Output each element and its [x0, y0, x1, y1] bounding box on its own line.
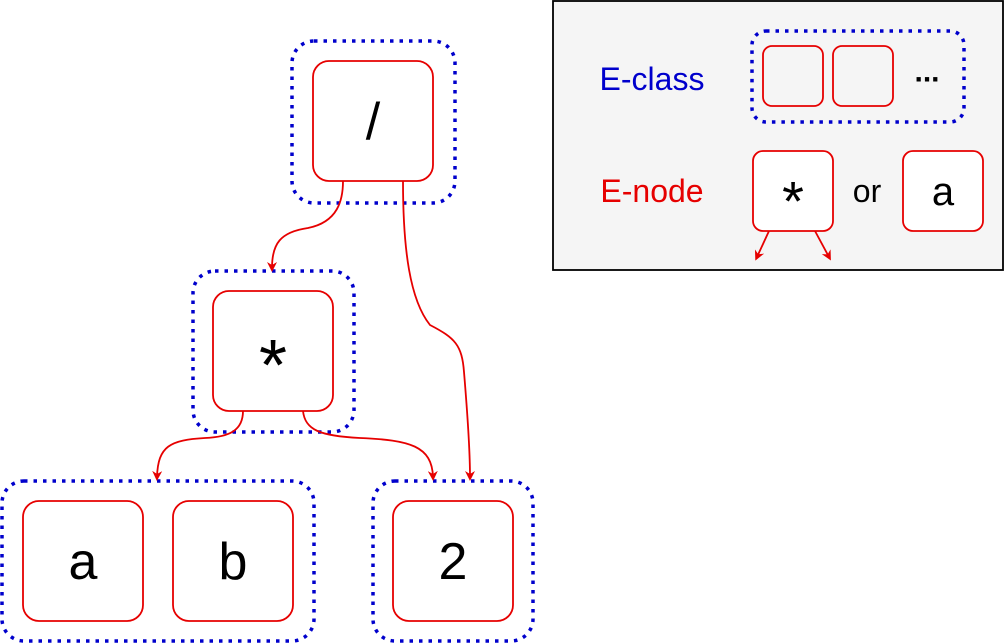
- edge-div-to-mul: [267, 180, 344, 272]
- enode-a: [22, 500, 144, 622]
- legend: E-class ... E-node * or a: [552, 0, 1004, 271]
- legend-enode-op-label: *: [782, 170, 804, 233]
- legend-edge-right: [814, 230, 831, 261]
- legend-eclass-example: [750, 29, 966, 124]
- legend-or-text: or: [853, 173, 882, 209]
- enode-b-label: b: [219, 533, 248, 591]
- eclass-div: [290, 39, 457, 205]
- enode-a-label: a: [69, 533, 98, 591]
- enode-mul: [212, 290, 334, 412]
- legend-eclass-label: E-class: [600, 61, 705, 97]
- enode-two-label: 2: [439, 533, 468, 591]
- edge-mul-to-two: [302, 410, 438, 481]
- eclass-two: [371, 479, 535, 643]
- legend-eclass-node-2: [832, 45, 894, 107]
- legend-enode-leaf: [902, 150, 984, 232]
- enode-b: [172, 500, 294, 622]
- edge-div-to-two: [402, 180, 475, 481]
- enode-div: [312, 60, 434, 182]
- enode-mul-label: *: [259, 326, 287, 406]
- enode-two: [392, 500, 514, 622]
- legend-ellipsis: ...: [914, 56, 939, 89]
- legend-edge-left: [754, 230, 770, 261]
- legend-enode-leaf-label: a: [932, 170, 955, 214]
- legend-enode-label: E-node: [600, 173, 703, 209]
- enode-div-label: /: [366, 93, 381, 151]
- edge-mul-to-ab: [152, 410, 244, 481]
- legend-enode-op: [752, 150, 834, 232]
- eclass-ab: [0, 479, 316, 643]
- legend-eclass-node-1: [762, 45, 824, 107]
